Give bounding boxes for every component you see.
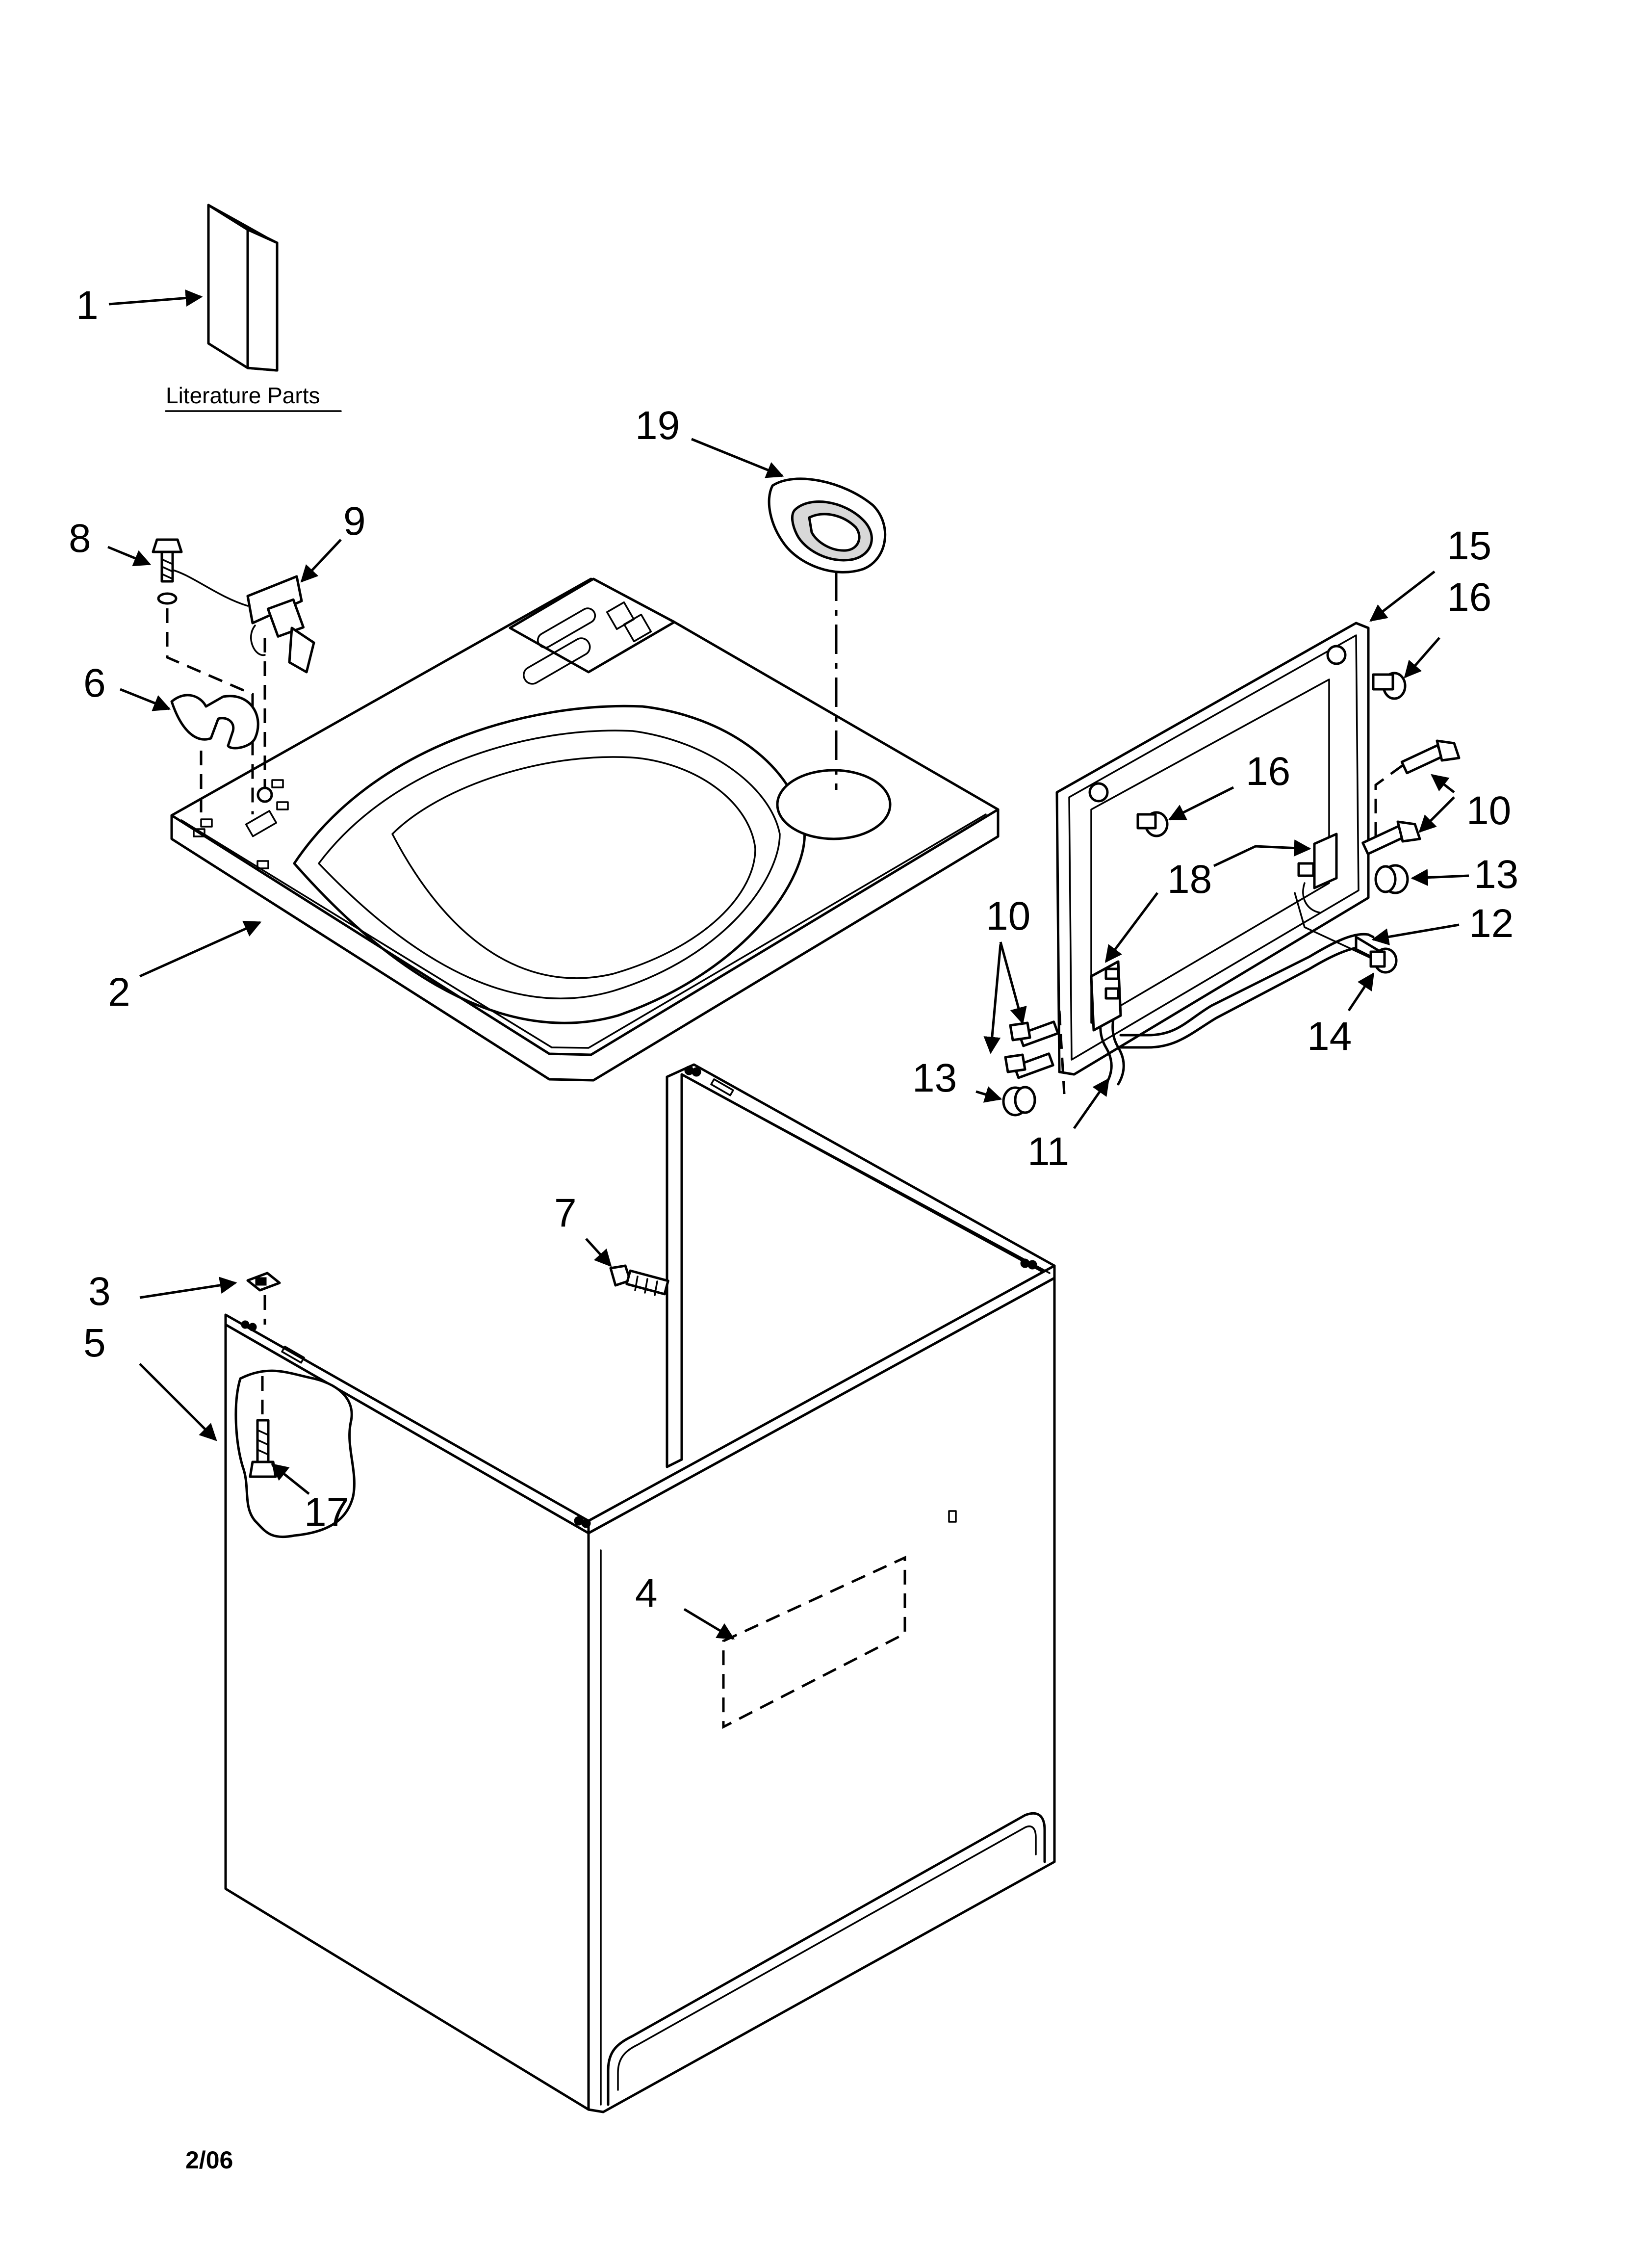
callout-9: 9 [343,499,366,544]
lid-hinge-left [1090,960,1122,1032]
hinge-screw-right-lower [1361,820,1421,856]
literature-parts-booklet [207,204,279,372]
cabinet-clip [246,1272,281,1292]
callout-13-right: 13 [1474,852,1518,897]
callout-10-left: 10 [986,894,1030,938]
callout-4: 4 [635,1571,658,1616]
lid-switch [168,568,315,674]
callout-16-lower: 16 [1246,749,1290,794]
callout-16-upper: 16 [1447,575,1491,620]
callout-6: 6 [83,661,106,705]
lid-hinge-right [1297,833,1338,913]
right-screw-dash-path [1374,764,1404,841]
date-code: 2/06 [185,2146,233,2174]
hinge-nut-left [1002,1086,1036,1117]
left-screw-dash-path [1058,1010,1066,1095]
wiring-label-outline [722,1556,906,1729]
rod-end-cap [1369,947,1398,974]
cutaway-view [234,1369,356,1538]
lid-bumper-lower [1136,811,1169,837]
callout-2: 2 [108,970,130,1015]
callout-19: 19 [635,403,680,448]
back-frame-screw [609,1264,669,1296]
lid-assembly [1055,622,1370,1076]
callout-leaders [107,289,1469,1640]
callout-3: 3 [88,1269,111,1314]
literature-parts-caption: Literature Parts [166,383,320,408]
callout-17: 17 [304,1490,349,1535]
cabinet-screw [249,1419,277,1478]
callout-7: 7 [554,1191,577,1235]
washer-top-panel [170,577,1000,1082]
hinge-screw-left-upper [1009,1020,1059,1047]
callout-18: 18 [1167,857,1212,902]
hinge-screw-right-upper [1400,739,1461,775]
screw-dash-path [166,608,254,814]
callout-1: 1 [76,283,99,328]
callout-14: 14 [1307,1014,1352,1059]
callout-12: 12 [1469,901,1514,946]
callout-11: 11 [1027,1129,1069,1174]
lid-switch-screw [152,538,183,605]
hinge-nut-right [1374,864,1409,894]
callout-10-right: 10 [1466,788,1511,833]
callout-5: 5 [83,1321,106,1365]
lid-bumper-upper [1372,672,1407,700]
hinge-screw-left-lower [1004,1052,1054,1079]
callout-15: 15 [1447,523,1491,568]
callout-8: 8 [69,516,91,561]
callout-13-left: 13 [912,1056,957,1100]
hose-clip [170,694,259,750]
fabric-softener-dispenser [768,477,887,574]
